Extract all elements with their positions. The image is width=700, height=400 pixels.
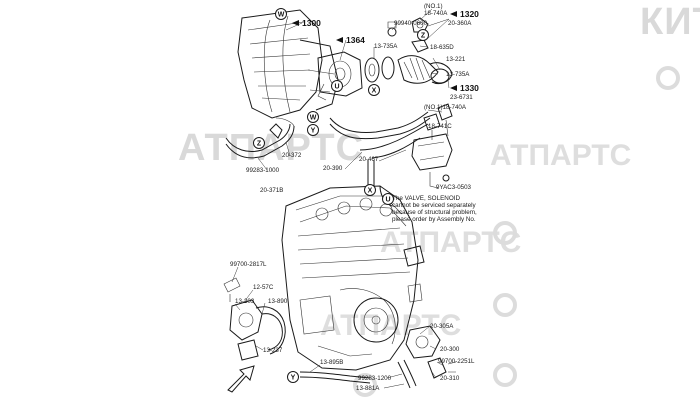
front-direction-arrow-icon (227, 365, 255, 393)
svg-text:X: X (368, 188, 373, 195)
label-20-390: 20-390 (323, 165, 343, 172)
left-coolant-parts (223, 277, 286, 361)
label-1320: 1320 (460, 9, 479, 19)
service-note-line-4: please order by Assembly No. (392, 216, 476, 223)
label-99283-1000: 99283-1000 (246, 167, 280, 174)
label-18-740a-top: 18-740A (424, 10, 448, 17)
watermark-logo-icon (353, 66, 680, 397)
label-13-221: 13-221 (446, 56, 466, 63)
label-13-735a-top: 13-735A (374, 43, 398, 50)
label-18-740a-mid: (NO.1)18-740A (424, 104, 467, 111)
label-20-360a: 20-360A (448, 20, 472, 27)
label-9yac3-0503: 9YAC3-0503 (436, 184, 472, 191)
label-13-735a-mid: 13-735A (446, 71, 470, 78)
watermark-brand-left: АТПАРТС (178, 127, 364, 169)
label-99700-2817l: 99700-2817L (230, 261, 267, 268)
service-note-line-2: cannot be serviced separately (392, 202, 477, 209)
ref-circle-z-top: Z (417, 29, 429, 41)
svg-text:W: W (278, 12, 285, 19)
label-1300-arrow-icon (292, 20, 299, 26)
watermark-brand-right: АТПАРТС (490, 139, 631, 172)
top-right-fittings (387, 17, 429, 53)
label-1330-arrow-icon (450, 85, 457, 91)
svg-text:Z: Z (421, 33, 426, 40)
label-13-895b: 13-895B (320, 359, 343, 366)
engine-block (281, 185, 425, 371)
label-18-740a-top-note: (NO.1) (424, 3, 443, 10)
label-20-467: 20-467 (359, 156, 379, 163)
label-1300: 1300 (302, 18, 321, 28)
service-note-line-1: The VALVE, SOLENOID (392, 195, 460, 202)
solenoid-valve-assembly (411, 103, 453, 189)
label-1320-arrow-icon (450, 11, 457, 17)
svg-text:Y: Y (291, 375, 296, 382)
label-1364: 1364 (346, 35, 365, 45)
label-20-300: 20-300 (440, 346, 460, 353)
label-12-57c: 12-57C (253, 284, 274, 291)
label-1330: 1330 (460, 83, 479, 93)
label-23-6731: 23-6731 (450, 94, 473, 101)
ref-circle-x-top: X (368, 84, 380, 96)
intake-duct-parts (364, 55, 453, 85)
svg-text:W: W (310, 115, 317, 122)
label-18-635d: 18-635D (430, 44, 454, 51)
watermark-brand-top-right: КИТ (640, 1, 700, 43)
label-20-371b: 20-371B (260, 187, 283, 194)
svg-text:Z: Z (257, 141, 262, 148)
svg-text:Y: Y (311, 128, 316, 135)
ref-circle-x-mid: X (364, 184, 376, 196)
service-note: The VALVE, SOLENOID cannot be serviced s… (392, 195, 477, 223)
ref-circle-w-mid: W (307, 111, 319, 123)
label-13-890: 13-890 (268, 298, 288, 305)
ref-circle-y-bottom: Y (287, 371, 299, 383)
svg-text:X: X (372, 88, 377, 95)
throttle-body (317, 51, 363, 101)
intake-manifold (237, 9, 339, 119)
bottom-hoses (299, 325, 457, 389)
label-99700-2251l: 99700-2251L (438, 358, 475, 365)
ref-circle-y-mid: Y (307, 124, 319, 136)
label-99940-0600: 99940-0600 (394, 20, 428, 27)
vacuum-hoses (329, 111, 431, 207)
label-20-305a: 20-305A (430, 323, 454, 330)
svg-text:U: U (385, 197, 390, 204)
label-20-310: 20-310 (440, 375, 460, 382)
ref-circle-z-left: Z (253, 137, 265, 149)
label-20-372: 20-372 (282, 152, 302, 159)
label-13-237: 13-237 (263, 347, 283, 354)
label-99283-1200: 99283-1200 (358, 375, 392, 382)
label-13-881a: 13-881A (356, 385, 380, 392)
leader-lines (231, 8, 450, 389)
reference-markers: W U X Z W Y X U (253, 8, 429, 383)
svg-text:U: U (334, 84, 339, 91)
service-note-line-3: because of structural problem, (392, 209, 477, 216)
label-13-203: 13-203 (235, 298, 255, 305)
label-1364-arrow-icon (336, 37, 343, 43)
ref-circle-u-mid: U (382, 193, 394, 205)
ref-circle-u-top: U (331, 80, 343, 92)
label-18-741c: 18-741C (428, 123, 452, 130)
left-breather-hose (225, 117, 295, 159)
part-labels: 1300 1364 (NO.1) 18-740A 1320 20-360A 99… (230, 3, 479, 392)
ref-circle-w-top: W (275, 8, 287, 20)
